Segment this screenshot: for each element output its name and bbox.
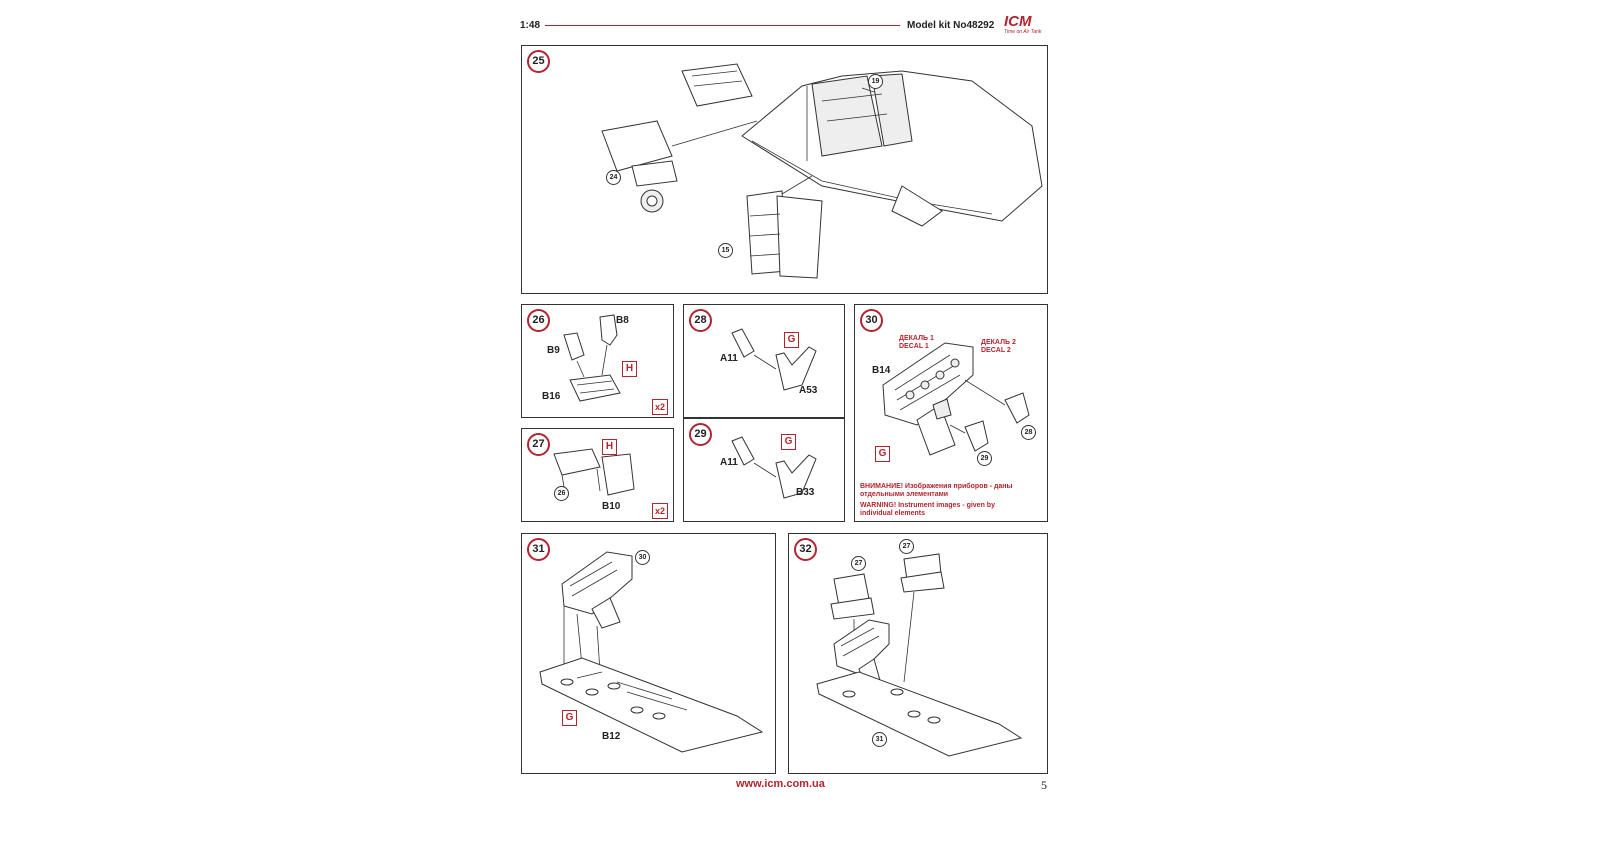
warning-en-line-1: WARNING! Instrument images - given by bbox=[860, 502, 995, 509]
step-27-panel: 27 26 B10 H x2 bbox=[521, 428, 674, 522]
header-rule bbox=[545, 25, 900, 26]
decal-2-en: DECAL 2 bbox=[981, 347, 1011, 354]
part-ref-29: 29 bbox=[977, 451, 992, 466]
part-label-b16: B16 bbox=[542, 391, 561, 402]
instrument-panel-drawing bbox=[882, 342, 1030, 456]
seat-frame-drawing bbox=[563, 314, 621, 402]
paint-code-g: G bbox=[562, 710, 577, 726]
step-number: 25 bbox=[527, 50, 550, 73]
paint-code-h: H bbox=[622, 361, 637, 377]
part-ref-31: 31 bbox=[872, 732, 887, 747]
step-number: 29 bbox=[689, 423, 712, 446]
part-ref-27-left: 27 bbox=[851, 556, 866, 571]
seat-drawing bbox=[553, 448, 635, 496]
step-number: 31 bbox=[527, 538, 550, 561]
paint-code-h: H bbox=[602, 439, 617, 455]
step-number: 32 bbox=[794, 538, 817, 561]
part-ref-19: 19 bbox=[868, 74, 883, 89]
part-label-b12: B12 bbox=[602, 731, 621, 742]
step-30-panel: 30 ДЕКАЛЬ 1 DECAL 1 ДЕКАЛЬ 2 DECAL 2 B14… bbox=[854, 304, 1048, 522]
decal-2-ru: ДЕКАЛЬ 2 bbox=[981, 339, 1016, 346]
part-label-b14: B14 bbox=[872, 365, 891, 376]
control-yoke-drawing bbox=[731, 328, 817, 391]
decal-1-en: DECAL 1 bbox=[899, 343, 929, 350]
floor-assembly-drawing bbox=[539, 551, 764, 753]
cockpit-seats-drawing bbox=[816, 553, 1023, 757]
warning-text: ВНИМАНИЕ! Изображения приборов - даны от… bbox=[860, 483, 1042, 518]
part-ref-28: 28 bbox=[1021, 425, 1036, 440]
part-ref-26: 26 bbox=[554, 486, 569, 501]
decal-1-label: ДЕКАЛЬ 1 DECAL 1 bbox=[899, 335, 934, 351]
step-26-panel: 26 B8 B9 B16 H x2 bbox=[521, 304, 674, 418]
warning-ru-line-2: отдельными элементами bbox=[860, 491, 949, 498]
decal-1-ru: ДЕКАЛЬ 1 bbox=[899, 335, 934, 342]
part-label-a53: A53 bbox=[799, 385, 818, 396]
page-number: 5 bbox=[1041, 778, 1047, 792]
icm-logo: ICM Time on Air Tank bbox=[1004, 14, 1048, 40]
cockpit-tub-drawing bbox=[601, 63, 1043, 279]
part-label-b8: B8 bbox=[616, 315, 629, 326]
step-28-panel: 28 A11 A53 G bbox=[683, 304, 845, 418]
step-25-panel: 25 19 24 15 bbox=[521, 45, 1048, 294]
website-link[interactable]: www.icm.com.ua bbox=[736, 778, 825, 790]
decal-2-label: ДЕКАЛЬ 2 DECAL 2 bbox=[981, 339, 1016, 355]
model-kit-number: Model kit No48292 bbox=[907, 20, 995, 31]
multiplier-badge: x2 bbox=[652, 503, 669, 519]
paint-code-g: G bbox=[784, 332, 799, 348]
warning-en-line-2: individual elements bbox=[860, 510, 925, 517]
part-ref-24: 24 bbox=[606, 170, 621, 185]
logo-tagline: Time on Air Tank bbox=[1004, 29, 1042, 35]
step-31-panel: 31 30 G B12 bbox=[521, 533, 776, 774]
step-29-panel: 29 A11 B33 G bbox=[683, 418, 845, 522]
part-label-b33: B33 bbox=[796, 487, 815, 498]
part-ref-27-right: 27 bbox=[899, 539, 914, 554]
step-number: 26 bbox=[527, 309, 550, 332]
step-32-panel: 32 27 27 31 bbox=[788, 533, 1048, 774]
part-ref-30: 30 bbox=[635, 550, 650, 565]
part-ref-15: 15 bbox=[718, 243, 733, 258]
part-label-b9: B9 bbox=[547, 345, 560, 356]
control-yoke-drawing bbox=[731, 436, 817, 499]
paint-code-g: G bbox=[875, 446, 890, 462]
part-label-b10: B10 bbox=[602, 501, 621, 512]
paint-code-g: G bbox=[781, 434, 796, 450]
multiplier-badge: x2 bbox=[652, 399, 669, 415]
warning-ru-line-1: ВНИМАНИЕ! Изображения приборов - даны bbox=[860, 483, 1013, 490]
logo-text: ICM bbox=[1004, 13, 1032, 30]
step-number: 30 bbox=[860, 309, 883, 332]
part-label-a11: A11 bbox=[720, 457, 738, 468]
step-number: 28 bbox=[689, 309, 712, 332]
part-label-a11: A11 bbox=[720, 353, 738, 364]
scale-label: 1:48 bbox=[520, 20, 541, 31]
step-number: 27 bbox=[527, 433, 550, 456]
